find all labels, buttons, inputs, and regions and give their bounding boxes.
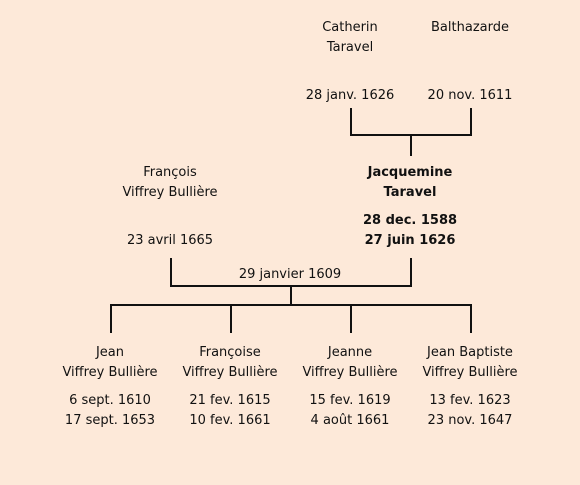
person-birth-date: 15 fev. 1619	[309, 393, 391, 408]
person-death-date: 10 fev. 1661	[189, 413, 271, 428]
person-birth-date: 21 fev. 1615	[189, 393, 271, 408]
connector-line	[290, 285, 292, 305]
person-first-name: Jean	[95, 345, 125, 360]
connector-line	[350, 304, 352, 333]
connector-line	[410, 258, 412, 286]
person-first-name: Jeanne	[327, 345, 373, 360]
mother-jacquemine[interactable]: Jacquemine Taravel 28 dec. 1588 27 juin …	[335, 163, 485, 251]
person-death-date: 23 nov. 1647	[427, 413, 513, 428]
person-date: 23 avril 1665	[126, 233, 214, 248]
person-first-name: Catherin	[322, 20, 378, 35]
child-jean[interactable]: Jean Viffrey Bullière 6 sept. 1610 17 se…	[35, 343, 185, 431]
marriage-date: 29 janvier 1609	[238, 267, 342, 282]
connector-line	[470, 108, 472, 135]
person-last-name: Taravel	[383, 185, 437, 200]
person-last-name: Viffrey Bullière	[182, 365, 278, 380]
person-first-name: François	[143, 165, 197, 180]
father-francois[interactable]: François Viffrey Bullière 23 avril 1665	[95, 163, 245, 251]
connector-line	[230, 304, 232, 333]
person-birth-date: 28 dec. 1588	[362, 213, 458, 228]
person-last-name: Viffrey Bullière	[62, 365, 158, 380]
person-date: 20 nov. 1611	[427, 88, 513, 103]
child-jean-baptiste[interactable]: Jean Baptiste Viffrey Bullière 13 fev. 1…	[395, 343, 545, 431]
person-birth-date: 6 sept. 1610	[69, 393, 151, 408]
person-first-name: Balthazarde	[431, 20, 509, 35]
person-date: 28 janv. 1626	[305, 88, 395, 103]
connector-line	[170, 258, 172, 286]
person-last-name: Taravel	[326, 40, 374, 55]
person-last-name	[395, 38, 545, 58]
person-last-name: Viffrey Bullière	[302, 365, 398, 380]
person-death-date: 4 août 1661	[310, 413, 390, 428]
connector-line	[110, 304, 112, 333]
person-birth-date: 13 fev. 1623	[429, 393, 511, 408]
person-first-name: Françoise	[199, 345, 261, 360]
person-death-date: 27 juin 1626	[364, 233, 456, 248]
connector-line	[410, 134, 412, 156]
child-jeanne[interactable]: Jeanne Viffrey Bullière 15 fev. 1619 4 a…	[275, 343, 425, 431]
person-last-name: Viffrey Bullière	[122, 185, 218, 200]
person-last-name: Viffrey Bullière	[422, 365, 518, 380]
grandfather-catherin[interactable]: Catherin Taravel 28 janv. 1626	[275, 18, 425, 106]
person-death-date: 17 sept. 1653	[64, 413, 156, 428]
connector-line	[470, 304, 472, 333]
person-first-name: Jean Baptiste	[427, 345, 513, 360]
grandmother-balthazarde[interactable]: Balthazarde 20 nov. 1611	[395, 18, 545, 106]
connector-line	[350, 108, 352, 135]
person-first-name: Jacquemine	[367, 165, 453, 180]
child-francoise[interactable]: Françoise Viffrey Bullière 21 fev. 1615 …	[155, 343, 305, 431]
connector-line	[110, 304, 472, 306]
